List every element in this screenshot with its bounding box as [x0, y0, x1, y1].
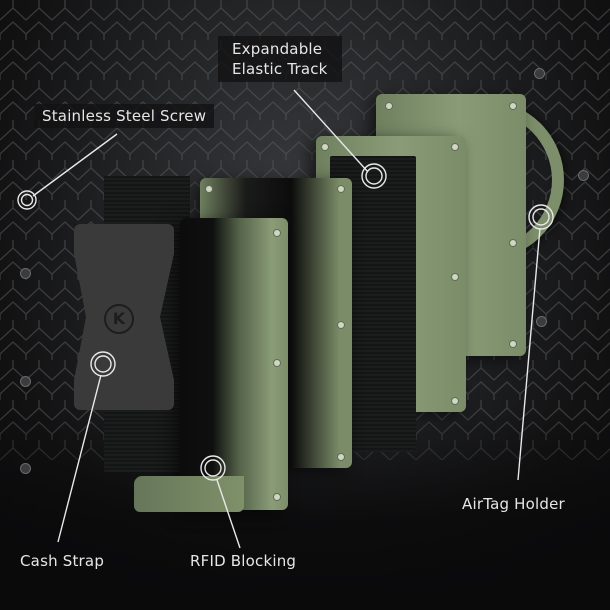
callout-label-line: Expandable — [232, 40, 323, 58]
callout-label-stainless-steel-screw: Stainless Steel Screw — [34, 104, 215, 128]
screw-icon — [536, 316, 547, 327]
screw-icon — [578, 170, 589, 181]
callout-label-rfid-blocking: RFID Blocking — [190, 552, 297, 570]
callout-label-expandable-elastic-track: Expandable Elastic Track — [218, 36, 342, 82]
screw-icon — [534, 68, 545, 79]
cash-strap: K — [74, 224, 174, 410]
rfid-blocking-plate — [180, 218, 288, 510]
brand-logo-icon: K — [104, 304, 134, 334]
callout-label-line: Elastic Track — [232, 60, 328, 78]
rfid-plate-tab — [134, 476, 244, 512]
screw-icon — [20, 268, 31, 279]
screw-icon — [20, 376, 31, 387]
screw-icon — [20, 463, 31, 474]
callout-label-airtag-holder: AirTag Holder — [462, 495, 565, 513]
callout-label-cash-strap: Cash Strap — [20, 552, 105, 570]
